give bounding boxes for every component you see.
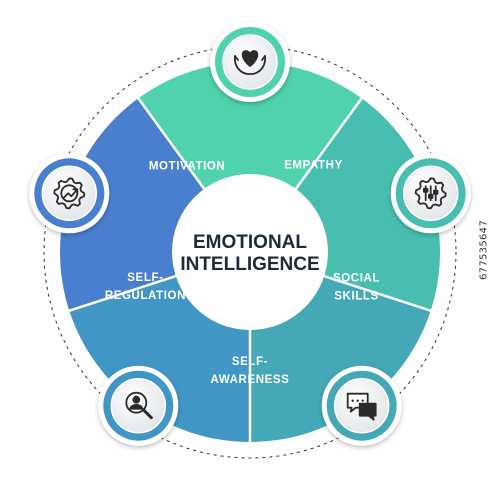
center-circle [172, 174, 328, 330]
segment-5-badge [98, 365, 179, 446]
center-title-line-2: INTELLIGENCE [180, 254, 319, 275]
segment-3-label-line-2: SKILLS [334, 291, 379, 303]
gear-growth-arrow-icon [53, 177, 86, 210]
gear-sliders-icon [414, 177, 447, 210]
heart-in-hands-icon [233, 50, 267, 75]
segment-2-badge [210, 22, 290, 102]
segment-4-label-line-2: AWARENESS [211, 374, 290, 386]
segment-5-label-line-2: REGULATION [105, 290, 186, 302]
stock-id-text: 677535647 [478, 220, 490, 280]
chat-bubbles-icon [346, 392, 377, 421]
dashed-orbit-ring [43, 45, 457, 459]
segment-4-badge [321, 365, 402, 446]
person-magnifier-icon [125, 391, 153, 420]
segment-4-label-line-1: SELF- [232, 356, 268, 368]
center-title-line-1: EMOTIONAL [193, 232, 307, 253]
segment-3-badge [390, 153, 471, 234]
segment-5-label-line-1: SELF- [127, 272, 163, 284]
segment-2-label-line-1: EMPATHY [284, 160, 343, 172]
segment-2 [138, 62, 362, 253]
segment-3-label-line-1: SOCIAL [333, 273, 380, 285]
segment-1-label-line-1: MOTIVATION [149, 160, 225, 172]
segment-1-badge [29, 153, 110, 234]
